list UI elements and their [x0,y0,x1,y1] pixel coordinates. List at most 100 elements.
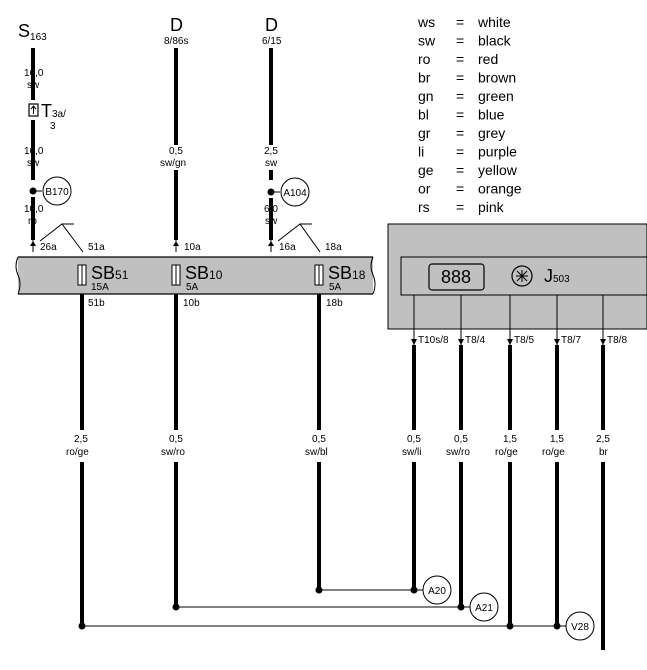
fuse-rating: 5A [329,282,342,293]
wire-color-label: sw [265,158,278,169]
legend-row: br = brown [418,70,516,86]
wire-color-label: sw/ro [161,447,185,458]
legend-code: gr [418,125,431,141]
junction-a104-label: A104 [283,188,307,199]
wire-gauge-label: 1,5 [550,434,564,445]
legend-code: rs [418,199,430,215]
module-pin-label: T10s/8 [418,335,449,346]
legend-name: orange [478,181,522,197]
legend-name: black [478,33,512,49]
pin-label: 18a [325,242,342,253]
module-pin-label: T8/4 [465,335,485,346]
wire-color-label: br [599,447,609,458]
legend-name: pink [478,199,505,215]
legend-row: rs = pink [418,199,505,215]
legend-name: purple [478,144,517,160]
legend-row: ro = red [418,51,498,67]
legend-code: ro [418,51,431,67]
module-display-digits: 888 [441,267,471,287]
control-module-j503 [387,223,647,330]
wire-gauge-label: 0,5 [312,434,326,445]
source-d-label: D [265,15,278,35]
legend-row: bl = blue [418,107,505,123]
pin-label: 16a [279,242,296,253]
legend-eq: = [456,162,464,178]
wire-color-label: sw [27,80,40,91]
wire-gauge-label: 16,0 [24,146,44,157]
legend-name: brown [478,70,516,86]
legend-eq: = [456,33,464,49]
wire-gauge-label: 16,0 [24,68,44,79]
legend-name: yellow [478,162,518,178]
splice-b170 [29,176,72,206]
legend-eq: = [456,144,464,160]
legend-eq: = [456,125,464,141]
legend-code: bl [418,107,429,123]
wire-s163 [30,48,36,252]
legend-eq: = [456,199,464,215]
source-s163-label: S163 [18,21,47,43]
wire-gauge-label: 2,5 [74,434,88,445]
source-d-terminal: 8/86s [164,36,188,47]
fuse-label: SB18 [328,263,366,283]
wire-gauge-label: 0,5 [169,146,183,157]
wire-color-label: sw/gn [160,158,186,169]
legend-row: ws = white [417,14,511,30]
connector-t3a-pin: 3 [50,121,56,132]
connector-t3a [28,103,39,117]
fuse-label: SB51 [91,263,129,283]
wire-color-label: ro/ge [542,447,565,458]
lower-wires [80,294,605,650]
legend-name: white [477,14,511,30]
wire-color-label: sw/li [402,447,421,458]
pin-label: 51a [88,242,105,253]
wire-color-label: ro/ge [66,447,89,458]
junction-v28 [78,611,595,641]
fuse-sb51 [77,264,87,286]
connector-t3a-label: T3a/ [41,101,66,121]
pin-label: 18b [326,298,343,309]
junction-a21-label: A21 [475,603,493,614]
wire-gauge-label: 2,5 [596,434,610,445]
legend-row: sw = black [418,33,512,49]
junction-a20-label: A20 [428,586,446,597]
source-d-terminal: 6/15 [262,36,282,47]
wire-color-label: sw [265,216,278,227]
legend-eq: = [456,88,464,104]
color-legend: ws = white sw = black ro = red br = brow… [417,14,522,215]
legend-name: grey [478,125,505,141]
wire-gauge-label: 0,5 [169,434,183,445]
wire-gauge-label: 10,0 [24,204,44,215]
pin-label: 10a [184,242,201,253]
legend-code: br [418,70,431,86]
wire-color-label: ro/ge [495,447,518,458]
wire-d-6-15 [267,48,310,252]
fuse-sb10 [171,264,181,286]
fuse-sb18 [314,264,324,286]
legend-eq: = [456,14,464,30]
legend-name: blue [478,107,505,123]
pin-label: 10b [183,298,200,309]
wire-d-8-86s [173,48,179,252]
legend-eq: = [456,70,464,86]
wire-gauge-label: 2,5 [264,146,278,157]
wire-color-label: sw/bl [305,447,328,458]
legend-row: gr = grey [418,125,505,141]
wire-color-label: sw/ro [446,447,470,458]
legend-code: ws [417,14,435,30]
legend-row: gn = green [418,88,514,104]
legend-name: green [478,88,514,104]
wire-color-label: sw [27,158,40,169]
legend-eq: = [456,107,464,123]
wire-gauge-label: 1,5 [503,434,517,445]
legend-code: sw [418,33,436,49]
junction-a20 [315,575,452,605]
module-pin-label: T8/5 [514,335,534,346]
source-d-label: D [170,15,183,35]
legend-code: gn [418,88,434,104]
legend-code: or [418,181,431,197]
legend-eq: = [456,181,464,197]
junction-b170-label: B170 [45,187,69,198]
module-pin-label: T8/8 [607,335,627,346]
wire-color-label: ro [28,216,37,227]
